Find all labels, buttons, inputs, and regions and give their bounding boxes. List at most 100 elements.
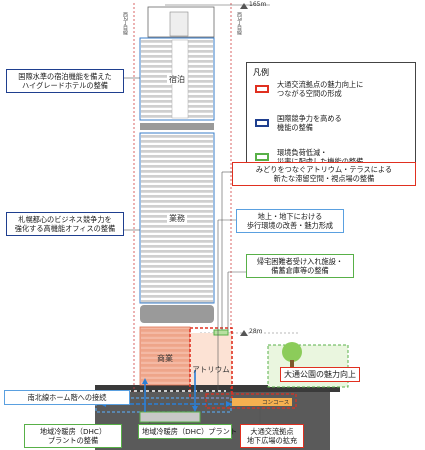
legend-swatch-green [255,153,269,161]
legend-text-blue: 国際競争力を高める 機能の整備 [277,114,342,132]
tree-icon [282,342,302,362]
height-top-label: 165m [249,1,267,8]
legend-blue-line1: 国際競争力を高める [277,114,342,123]
floor-stripe [141,250,213,253]
floor-stripe [141,150,213,153]
callout-hotel-line1: 国際水準の宿泊機能を備えた [18,72,112,81]
legend-green-line2: 災害に配慮した機能の整備 [277,157,363,166]
concourse-band [232,398,292,406]
floor-stripe [141,359,189,362]
floor-stripe [141,235,213,238]
commerce-floors [141,329,189,382]
zone-label-atrium: アトリウム [192,365,230,374]
callout-walk: 地上・地下における 歩行環境の改善・魅力形成 [236,209,344,233]
legend-red-line1: 大通交流拠点の魅力向上に [277,80,364,89]
tower-crown-core [169,11,189,37]
floor-stripe [141,155,213,158]
floor-stripe [141,160,213,163]
height-podium-label: 28m [249,328,263,335]
atrium-zone [190,333,232,385]
callout-park: 大通公園の魅力向上 [280,367,360,382]
floor-stripe [141,240,213,243]
floor-stripe [141,200,213,203]
office-label-text: 業務 [167,214,187,223]
callout-refuge: 帰宅困難者受け入れ施設・ 備蓄倉庫等の整備 [246,254,354,278]
floor-stripe [141,245,213,248]
callout-walk-line2: 歩行環境の改善・魅力形成 [246,221,334,230]
floor-stripe [141,195,213,198]
floor-stripe [141,364,189,367]
dhc-plant-box [139,411,201,423]
floor-stripe [141,265,213,268]
callout-dhc-center: 地域冷暖房（DHC）プラント [138,424,238,439]
callout-dhc-left-line1: 地域冷暖房（DHC） [39,427,107,436]
floor-stripe [141,170,213,173]
floor-stripe [141,344,189,347]
floor-stripe [141,165,213,168]
callout-plaza: 大通交流拠点 地下広場の拡充 [240,424,304,448]
callout-dhc-left: 地域冷暖房（DHC） プラントの整備 [24,424,122,448]
road-label-right: 西3丁目線 [236,12,242,36]
legend-text-red: 大通交流拠点の魅力向上に つながる空間の形成 [277,80,363,98]
callout-office-line2: 強化する高機能オフィスの整備 [14,224,116,233]
floor-stripe [141,379,189,382]
callout-office-line1: 札幌都心のビジネス競争力を [18,215,112,224]
legend-swatch-red [255,85,269,93]
callout-refuge-line2: 備蓄倉庫等の整備 [271,266,329,275]
floor-stripe [141,260,213,263]
floor-stripe [141,185,213,188]
floor-stripe [141,275,213,278]
floor-stripe [141,374,189,377]
callout-dhc-left-line2: プラントの整備 [47,436,99,445]
floor-stripe [141,334,189,337]
floor-stripe [141,225,213,228]
callout-subway: 南北線ホーム階への接続 [4,390,130,405]
floor-stripe [141,230,213,233]
floor-stripe [141,175,213,178]
callout-hotel-line2: ハイグレードホテルの整備 [22,81,108,90]
hotel-zone-outline [139,37,215,121]
road-label-left: 西2丁目線 [122,12,128,36]
legend-title: 凡例 [253,68,269,77]
mechanical-floor-2 [140,305,214,323]
floor-stripe [141,270,213,273]
floor-stripe [141,280,213,283]
floor-stripe [141,135,213,138]
floor-stripe [141,369,189,372]
floor-stripe [141,295,213,298]
legend: 凡例 大通交流拠点の魅力向上に つながる空間の形成 国際競争力を高める 機能の整… [246,62,416,180]
floor-stripe [141,285,213,288]
floor-stripe [141,329,189,332]
arrow-down-icon [192,406,198,412]
zone-label-hotel: 宿泊 [140,74,214,85]
callout-park-line1: 大通公園の魅力向上 [284,370,356,379]
callout-dhc-center-line1: 地域冷暖房（DHC）プラント [142,427,238,436]
legend-blue-line2: 機能の整備 [277,123,313,132]
zone-label-concourse: コンコース [262,400,290,406]
callout-atrium-line1: みどりをつなぐアトリウム・テラスによる [255,165,393,174]
zone-label-commerce: 商業 [157,354,173,363]
hotel-label-text: 宿泊 [167,75,187,84]
arrow-up-icon [142,378,148,384]
legend-red-line2: つながる空間の形成 [277,89,342,98]
floor-stripe [141,210,213,213]
height-marker-top-icon [240,3,248,9]
legend-green-line1: 環境負荷低減・ [277,148,328,157]
floor-stripe [141,290,213,293]
floor-stripe [141,349,189,352]
office-zone-outline [139,132,215,304]
floor-stripe [141,300,213,303]
legend-text-green: 環境負荷低減・ 災害に配慮した機能の整備 [277,148,363,166]
floor-stripe [141,145,213,148]
arrow-right-icon [226,401,232,407]
floor-stripe [141,354,189,357]
callout-hotel: 国際水準の宿泊機能を備えた ハイグレードホテルの整備 [6,69,124,93]
concourse-outline [205,393,297,409]
callout-subway-line1: 南北線ホーム階への接続 [27,393,107,402]
callout-plaza-line1: 大通交流拠点 [250,427,294,436]
callout-walk-line1: 地上・地下における [257,212,323,221]
floor-stripe [141,140,213,143]
floor-stripe [141,255,213,258]
zone-label-office: 業務 [140,213,214,224]
callout-office: 札幌都心のビジネス競争力を 強化する高機能オフィスの整備 [6,212,124,236]
